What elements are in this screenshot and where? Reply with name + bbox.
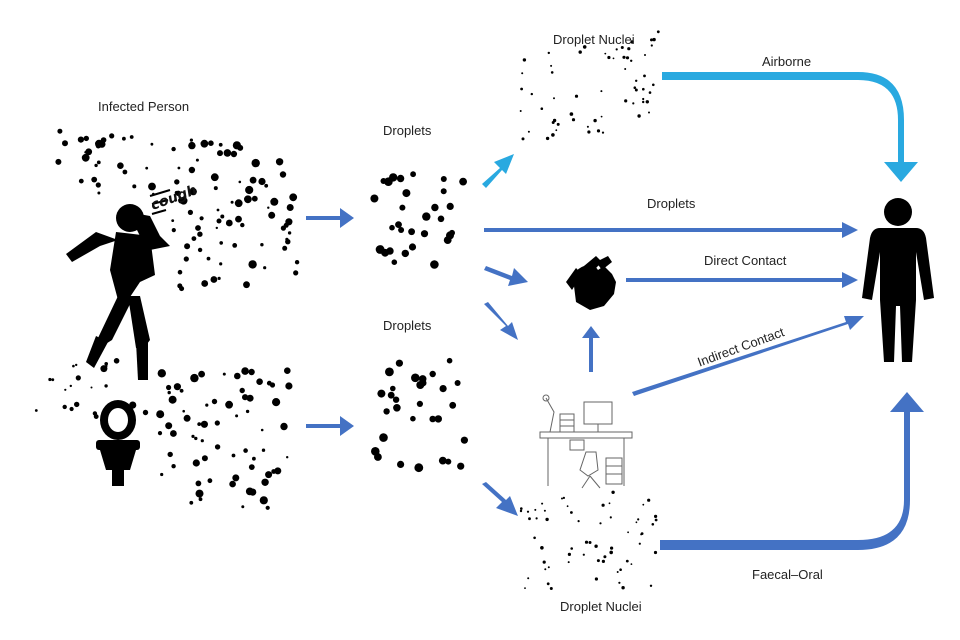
droplets-top-label: Droplets bbox=[383, 123, 432, 138]
arrow-droplets-route bbox=[484, 222, 858, 238]
route-droplets-label: Droplets bbox=[647, 196, 696, 211]
office-desk-icon bbox=[539, 394, 633, 489]
cough-spray-left bbox=[55, 128, 156, 196]
toilet-spray-right bbox=[156, 367, 293, 510]
hand-icon bbox=[566, 256, 616, 310]
person-icon bbox=[862, 198, 934, 362]
arrow-person-to-droplets bbox=[306, 208, 354, 228]
arrow-droplets-to-desk bbox=[484, 302, 518, 340]
arrow-droplets-to-nuclei bbox=[482, 154, 514, 188]
cough-spray-right bbox=[171, 138, 300, 292]
droplet-nuclei-top-label: Droplet Nuclei bbox=[553, 32, 635, 47]
particle-clouds bbox=[34, 30, 660, 590]
toilet-icon bbox=[96, 400, 140, 486]
cough-lines-icon bbox=[149, 189, 171, 215]
infected-person-label: Infected Person bbox=[98, 99, 190, 114]
droplets-bottom-label: Droplets bbox=[383, 318, 432, 333]
arrow-desk-to-person bbox=[632, 316, 864, 396]
droplet-nuclei-bottom-cloud bbox=[519, 490, 658, 590]
coughing-person-icon bbox=[66, 204, 170, 380]
droplet-nuclei-bottom-label: Droplet Nuclei bbox=[560, 599, 642, 614]
arrow-desk-to-hand bbox=[582, 326, 600, 372]
droplets-bottom-cloud bbox=[371, 357, 468, 473]
route-airborne-label: Airborne bbox=[762, 54, 812, 69]
route-direct-contact-label: Direct Contact bbox=[704, 253, 787, 268]
arrow-droplets-to-nuclei-bottom bbox=[482, 482, 518, 516]
arrow-airborne bbox=[662, 72, 918, 182]
arrow-hand-to-person bbox=[626, 272, 858, 288]
arrow-faecal-oral bbox=[660, 392, 924, 550]
arrow-droplets-to-hand-top bbox=[484, 266, 528, 286]
route-arrows bbox=[306, 72, 924, 550]
droplets-top-cloud bbox=[370, 171, 467, 269]
arrow-toilet-to-droplets bbox=[306, 416, 354, 436]
route-faecal-oral-label: Faecal–Oral bbox=[752, 567, 823, 582]
droplet-nuclei-top-cloud bbox=[519, 30, 660, 141]
